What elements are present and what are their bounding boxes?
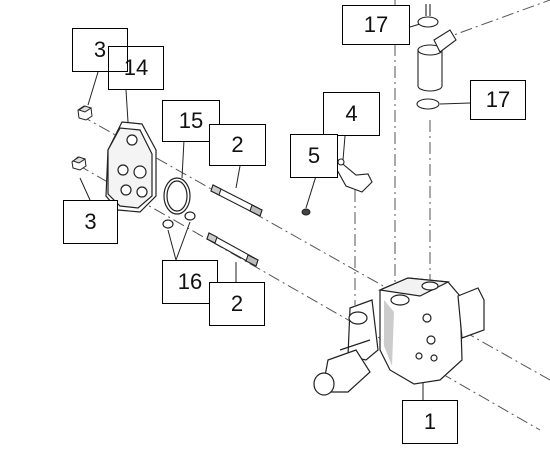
o-rings <box>162 211 196 229</box>
top-fitting <box>417 4 457 92</box>
valve-body <box>313 277 485 396</box>
callout-3-top: 3 <box>72 28 128 72</box>
callout-17-top: 17 <box>342 5 410 45</box>
callout-4: 4 <box>323 92 380 136</box>
callout-17-right: 17 <box>470 80 526 120</box>
callout-14: 14 <box>108 46 164 90</box>
callout-16: 16 <box>162 260 218 304</box>
nut-bottom <box>71 156 87 171</box>
callout-2-top: 2 <box>209 124 266 166</box>
callout-1: 1 <box>402 400 458 444</box>
lever-fitting <box>335 158 373 193</box>
end-plate <box>105 121 157 213</box>
tie-rod-top <box>210 184 263 217</box>
nut-top <box>77 105 93 121</box>
callout-5: 5 <box>290 134 338 178</box>
snap-ring <box>163 177 191 215</box>
callout-15: 15 <box>162 100 220 142</box>
set-screw <box>301 208 311 216</box>
o-ring-top <box>416 98 440 110</box>
tie-rod-bottom <box>206 232 259 267</box>
callout-2-bottom: 2 <box>209 282 265 326</box>
shading <box>384 300 394 366</box>
callout-3-bottom: 3 <box>63 200 118 244</box>
center-lines <box>77 0 550 431</box>
leader-lines <box>79 23 471 400</box>
